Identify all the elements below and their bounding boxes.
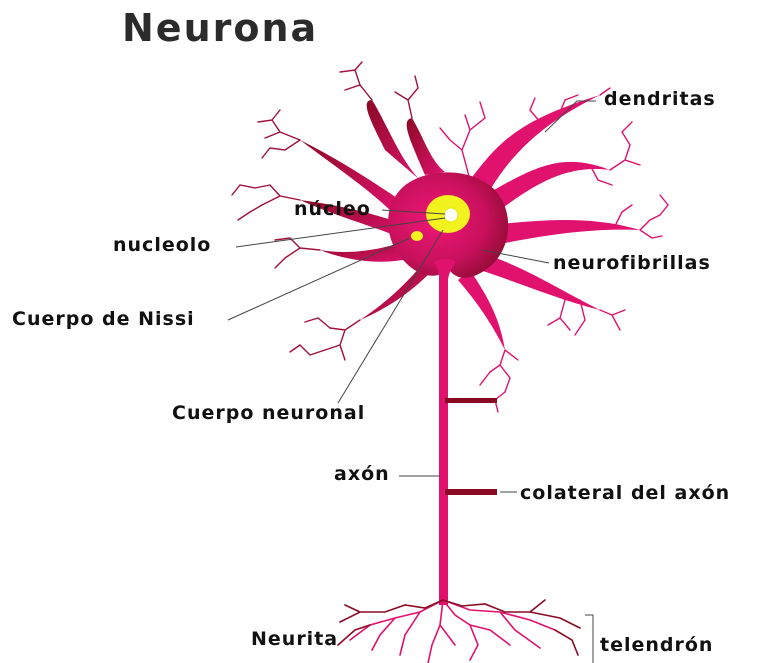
axon-collateral-lower: [445, 489, 497, 495]
telendron-bracket: [585, 615, 593, 663]
label-cuerpo-neuronal: Cuerpo neuronal: [172, 402, 365, 424]
label-dendritas: dendritas: [604, 88, 716, 110]
small-nucleolus: [411, 231, 423, 241]
label-colateral-axon: colateral del axón: [520, 482, 730, 504]
label-telendron: telendrón: [600, 634, 713, 656]
axon: [439, 270, 448, 605]
nucleolus: [444, 208, 458, 222]
label-neurita: Neurita: [251, 628, 338, 650]
label-axon: axón: [334, 463, 390, 485]
label-nucleo: núcleo: [294, 198, 371, 220]
label-cuerpo-nissl: Cuerpo de Nissi: [12, 308, 195, 330]
label-nucleolo: nucleolo: [113, 234, 211, 256]
label-neurofibrillas: neurofibrillas: [553, 252, 711, 274]
axon-collateral-upper: [445, 398, 497, 403]
telodendron-branches: [338, 600, 580, 663]
